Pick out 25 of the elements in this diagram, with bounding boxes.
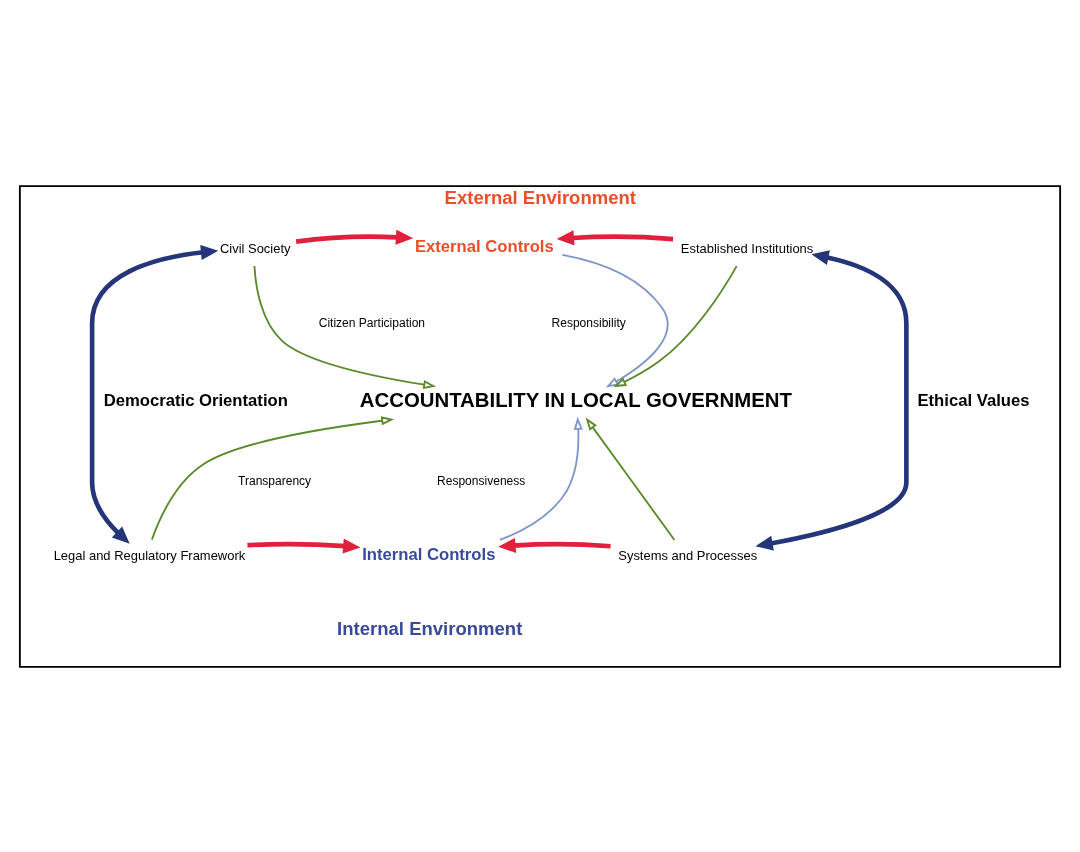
arrow bbox=[561, 253, 669, 388]
edge-label: Democratic Orientation bbox=[103, 390, 288, 410]
arrow bbox=[498, 537, 611, 553]
edge-label: Ethical Values bbox=[917, 390, 1030, 410]
label: Responsibility bbox=[551, 315, 626, 330]
label: Responsiveness bbox=[437, 473, 526, 488]
node-text: Civil Society bbox=[219, 240, 291, 256]
node-text: Legal and Regulatory Framework bbox=[53, 547, 246, 563]
arrow bbox=[150, 415, 395, 541]
node-text: External Controls bbox=[414, 236, 554, 256]
node-text: Systems and Processes bbox=[618, 547, 758, 563]
label: Citizen Participation bbox=[318, 315, 426, 330]
arrow bbox=[247, 537, 361, 554]
arrow bbox=[556, 229, 674, 245]
node-text: ACCOUNTABILITY IN LOCAL GOVERNMENT bbox=[359, 388, 792, 411]
node-text: Established Institutions bbox=[680, 240, 814, 256]
arrow bbox=[585, 417, 676, 541]
label: Transparency bbox=[238, 473, 312, 488]
arrow bbox=[613, 264, 738, 387]
arrow bbox=[499, 416, 583, 541]
arrow bbox=[89, 244, 219, 544]
node-text: Internal Controls bbox=[362, 544, 496, 564]
arrow bbox=[253, 264, 437, 389]
arrow bbox=[755, 249, 909, 551]
arrow bbox=[295, 229, 414, 245]
